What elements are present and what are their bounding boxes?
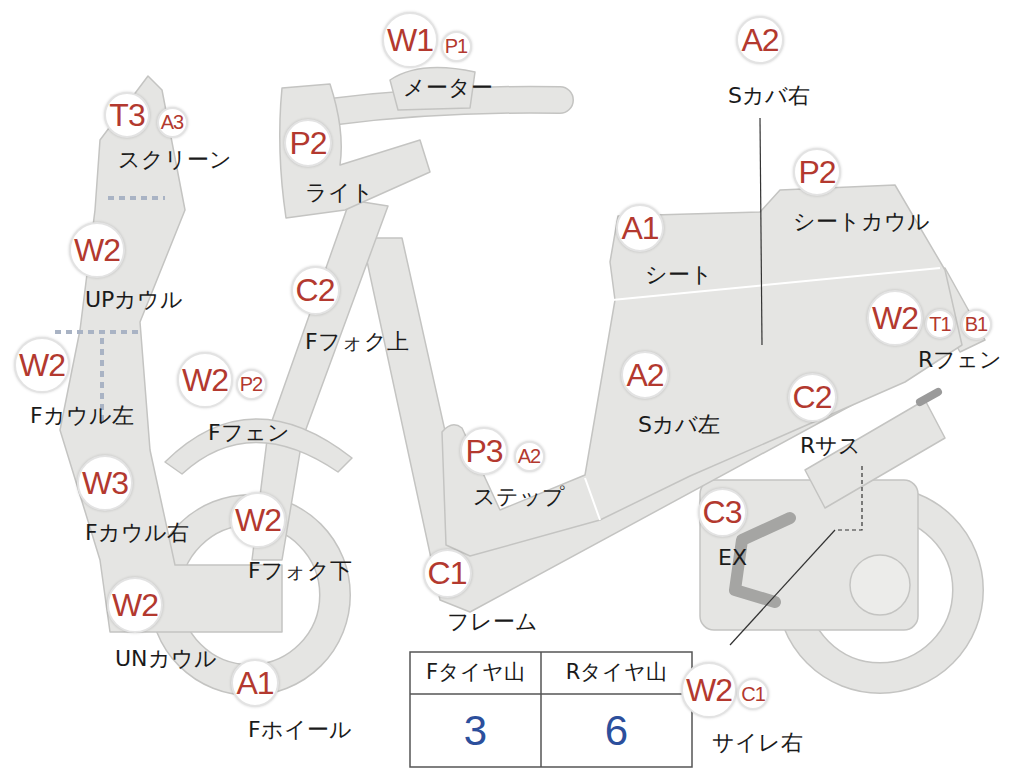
part-name: Fフェン <box>208 421 290 445</box>
damage-code: P2 <box>798 156 835 188</box>
table-cell: 3 <box>464 708 487 754</box>
damage-code: A3 <box>161 112 183 132</box>
part-name: UNカウル <box>115 647 217 671</box>
rear-hub <box>850 555 910 615</box>
callout-circle: W3 <box>77 455 133 511</box>
front-fender <box>165 419 352 474</box>
damage-code: W2 <box>872 302 918 334</box>
callout-circle: B1 <box>961 309 992 340</box>
part-name: Fホイール <box>248 718 352 742</box>
part-name: メーター <box>403 76 493 100</box>
callout-circle: C1 <box>423 549 472 598</box>
callout-circle: P1 <box>441 31 472 62</box>
damage-code: C2 <box>793 381 832 413</box>
damage-code: C1 <box>428 557 467 589</box>
callout-circle: A1 <box>231 659 279 707</box>
callout-circle: C3 <box>698 488 747 537</box>
damage-code: C3 <box>703 496 742 528</box>
leader-line <box>760 118 762 345</box>
table-cell: Rタイヤ山 <box>566 661 668 684</box>
part-name: UPカウル <box>85 288 183 312</box>
damage-code: P3 <box>465 435 502 467</box>
callout-circle: P2 <box>284 119 332 167</box>
callout-circle: W2 <box>681 662 737 718</box>
callout-circle: A3 <box>157 107 188 138</box>
callout-circle: T3 <box>104 92 150 138</box>
part-name: フレーム <box>447 610 538 634</box>
callout-circle: P2 <box>793 148 841 196</box>
part-name: Sカバ左 <box>638 413 720 437</box>
damage-code: W2 <box>74 234 120 266</box>
damage-code: W1 <box>387 24 433 56</box>
callout-circle: T1 <box>925 309 955 339</box>
callout-circle: W2 <box>14 337 70 393</box>
damage-code: W2 <box>235 504 281 536</box>
step-line <box>585 478 600 520</box>
callout-circle: A1 <box>616 204 664 252</box>
part-name: サイレ右 <box>712 731 803 755</box>
callout-circle: A2 <box>514 441 545 472</box>
part-name: Fフォク上 <box>305 330 409 354</box>
callout-circle: W2 <box>69 222 125 278</box>
callout-circle: W2 <box>177 352 233 408</box>
callout-circle: A2 <box>736 16 784 64</box>
callout-circle: C2 <box>291 266 340 315</box>
damage-code: C2 <box>296 274 335 306</box>
part-name: シート <box>645 263 713 287</box>
headlight <box>280 84 430 218</box>
part-name: Fフォク下 <box>248 559 352 583</box>
damage-code: P2 <box>240 374 262 394</box>
part-name: Rフェン <box>918 348 1002 372</box>
part-name: Sカバ右 <box>728 84 810 108</box>
leader-line <box>835 466 862 530</box>
damage-code: W3 <box>82 467 128 499</box>
callout-circle: A2 <box>621 351 669 399</box>
part-boundary <box>108 196 165 200</box>
part-name: スクリーン <box>118 148 232 172</box>
damage-code: A1 <box>236 667 273 699</box>
part-name: Fカウル左 <box>30 404 134 428</box>
damage-code: W2 <box>182 364 228 396</box>
table-rule <box>410 693 692 695</box>
damage-code: P2 <box>289 127 326 159</box>
part-name: ライト <box>305 181 374 205</box>
part-name: Rサス <box>800 434 861 458</box>
body-panel <box>442 185 962 556</box>
tread-table <box>410 652 692 767</box>
damage-code: W2 <box>112 589 158 621</box>
table-cell: 6 <box>605 708 628 754</box>
damage-code: A2 <box>741 24 778 56</box>
damage-code: W2 <box>19 349 65 381</box>
part-name: シートカウル <box>793 210 930 234</box>
engine-unit <box>700 480 918 630</box>
damage-code: A2 <box>518 446 540 466</box>
callout-circle: P3 <box>460 427 508 475</box>
damage-code: W2 <box>686 674 732 706</box>
damage-code: T3 <box>109 99 144 131</box>
table-frame <box>410 652 692 767</box>
part-name: Fカウル右 <box>85 521 189 545</box>
table-cell: Fタイヤ山 <box>426 661 525 684</box>
damage-code: A1 <box>621 212 658 244</box>
callout-circle: W2 <box>107 577 163 633</box>
callout-circle: W2 <box>230 492 286 548</box>
shock-top <box>920 392 938 402</box>
damage-code: A2 <box>626 359 663 391</box>
front-cowl <box>60 76 282 632</box>
table-rule <box>540 652 542 767</box>
part-name: ステップ <box>473 485 565 509</box>
callout-circle: C1 <box>737 678 769 710</box>
damage-code: B1 <box>965 314 987 334</box>
damage-code: C1 <box>741 684 765 704</box>
damage-code: T1 <box>929 314 950 334</box>
part-boundary <box>55 330 138 334</box>
callout-circle: W2 <box>867 290 923 346</box>
callout-circle: W1 <box>382 12 438 68</box>
callout-circle: C2 <box>788 373 837 422</box>
damage-code: P1 <box>445 36 467 56</box>
callout-circle: P2 <box>236 369 267 400</box>
part-name: EX <box>718 546 747 570</box>
